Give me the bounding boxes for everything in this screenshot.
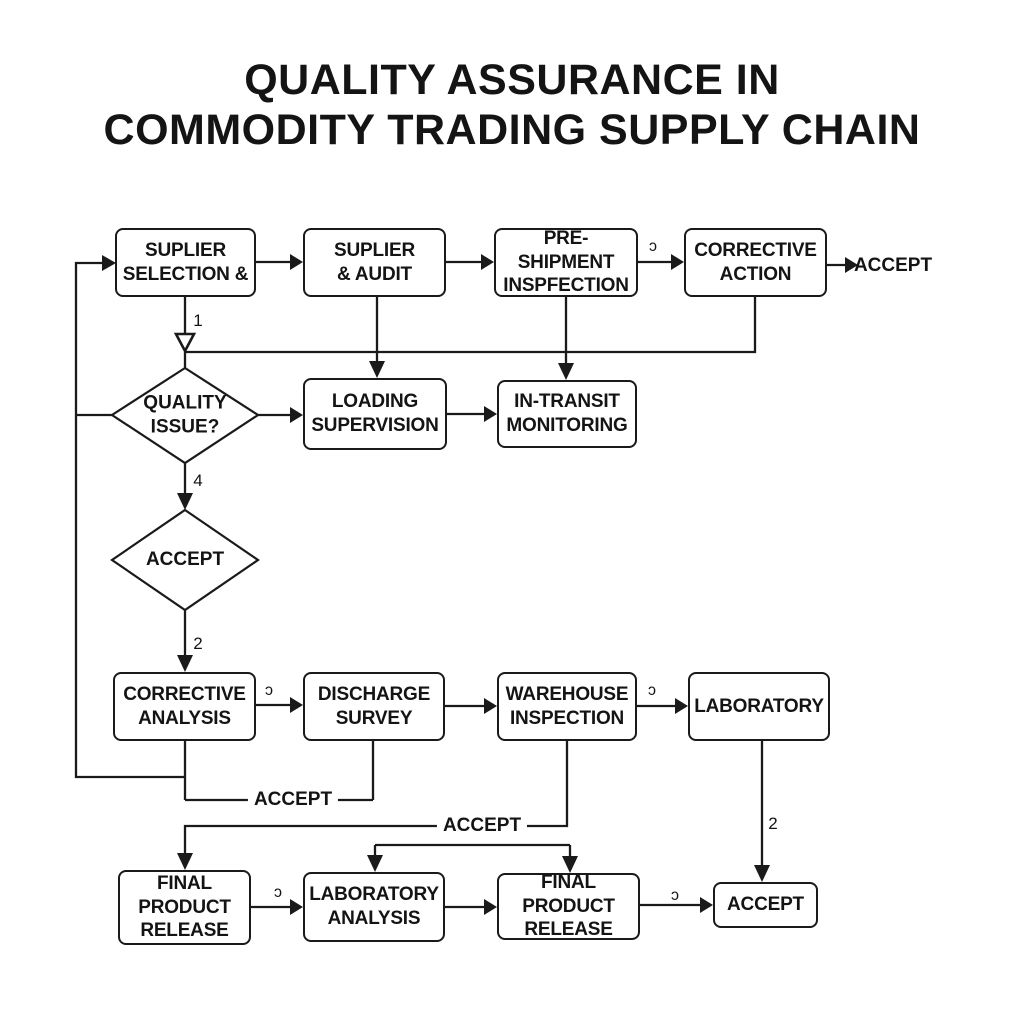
accept-feedback-label-2: ACCEPT xyxy=(436,815,528,837)
edge-glyph-3: ɔ xyxy=(648,682,656,699)
edge-corrective-action-to-accept xyxy=(827,257,858,273)
edge-distribution-rail xyxy=(185,297,757,354)
quality-issue-label: QUALITY ISSUE? xyxy=(143,392,227,437)
node-discharge-survey: DISCHARGE SURVEY xyxy=(303,672,445,741)
edge-preshipment-to-intransit xyxy=(558,297,574,380)
open-arrowhead xyxy=(173,332,197,354)
edge-glyph-4: ɔ xyxy=(274,884,282,901)
node-corrective-analysis: CORRECTIVE ANALYSIS xyxy=(113,672,256,741)
edge-glyph-2: ɔ xyxy=(265,682,273,699)
node-supplier-selection: SUPLIER SELECTION & xyxy=(115,228,256,297)
node-laboratory: LABORATORY xyxy=(688,672,830,741)
node-laboratory-analysis: LABORATORY ANALYSIS xyxy=(303,872,445,942)
edge-lab-analysis-to-fpr2 xyxy=(445,899,497,915)
node-quality-issue-diamond xyxy=(109,366,261,465)
edge-discharge-to-warehouse xyxy=(445,698,497,714)
node-corrective-action: CORRECTIVE ACTION xyxy=(684,228,827,297)
node-accept-diamond xyxy=(110,508,260,612)
edge-loading-to-intransit xyxy=(447,406,497,422)
edge-audit-to-preshipment xyxy=(446,254,494,270)
edge-accept-feedback-1 xyxy=(183,741,375,802)
edge-warehouse-to-laboratory xyxy=(637,698,688,714)
accept-decision-label: ACCEPT xyxy=(145,549,225,571)
edge-quality-issue-to-accept-decision xyxy=(177,463,193,510)
node-accept-terminal: ACCEPT xyxy=(713,882,818,928)
diagram-title: QUALITY ASSURANCE IN COMMODITY TRADING S… xyxy=(0,56,1024,156)
edge-number-2-left: 2 xyxy=(193,634,203,653)
node-pre-shipment-inspection: PRE-SHIPMENT INSPFECTION xyxy=(494,228,638,297)
node-final-product-release-1: FINAL PRODUCT RELEASE xyxy=(118,870,251,945)
edge-number-4: 4 xyxy=(193,471,203,490)
edge-fpr2-to-accept-terminal xyxy=(640,897,713,913)
title-line-2: COMMODITY TRADING SUPPLY CHAIN xyxy=(103,105,921,154)
edge-audit-to-loading xyxy=(369,297,385,378)
edge-preshipment-to-corrective-action xyxy=(638,254,684,270)
edge-corrective-analysis-to-discharge xyxy=(256,697,303,713)
edge-quality-issue-to-loading xyxy=(258,407,303,423)
edge-feedback-loop xyxy=(74,255,185,779)
node-in-transit-monitoring: IN-TRANSIT MONITORING xyxy=(497,380,637,448)
edge-selection-to-quality-issue xyxy=(173,297,197,368)
edge-glyph-5: ɔ xyxy=(671,887,679,904)
arrowhead xyxy=(102,255,116,271)
node-loading-supervision: LOADING SUPERVISION xyxy=(303,378,447,450)
accept-feedback-label-1: ACCEPT xyxy=(247,789,339,811)
edge-number-2-right: 2 xyxy=(768,814,778,833)
node-supplier-audit: SUPLIER & AUDIT xyxy=(303,228,446,297)
node-warehouse-inspection: WAREHOUSE INSPECTION xyxy=(497,672,637,741)
edge-selection-to-audit xyxy=(256,254,303,270)
edge-split-rail-bottom xyxy=(367,843,578,873)
edge-accept-feedback-2 xyxy=(177,741,569,870)
edge-laboratory-to-accept-terminal xyxy=(754,741,770,882)
edge-number-1: 1 xyxy=(193,311,203,330)
edge-accept-decision-to-corrective-analysis xyxy=(177,610,193,672)
accept-end-label: ACCEPT xyxy=(853,255,933,276)
title-line-1: QUALITY ASSURANCE IN xyxy=(244,56,780,104)
node-final-product-release-2: FINAL PRODUCT RELEASE xyxy=(497,872,640,940)
edge-fpr1-to-lab-analysis xyxy=(251,899,303,915)
edge-glyph-1: ɔ xyxy=(649,238,657,255)
